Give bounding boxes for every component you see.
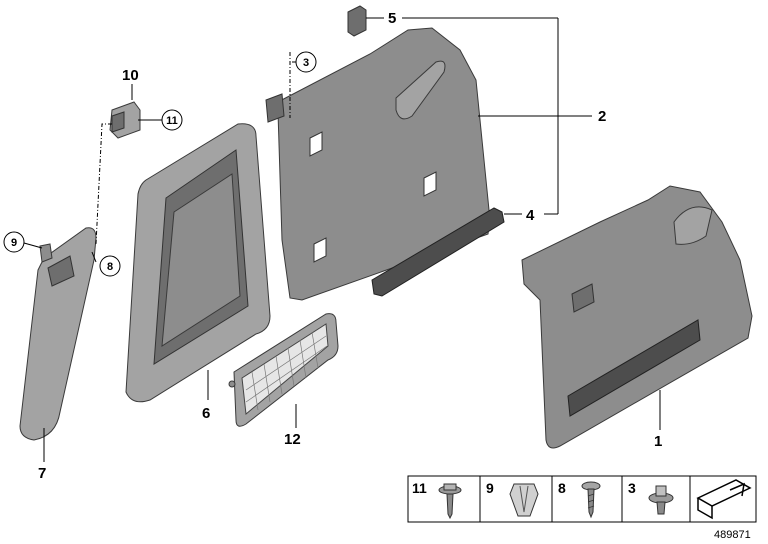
part-2-side-panel <box>265 27 491 301</box>
fasteners-table: 11 9 8 3 489871 <box>407 475 757 541</box>
table-label-9: 9 <box>486 480 494 496</box>
callout-8-circle <box>99 255 121 277</box>
table-label-8: 8 <box>558 480 566 496</box>
part-7-pillar-trim <box>19 227 97 441</box>
callout-7: 7 <box>38 465 46 482</box>
callout-10: 10 <box>122 67 139 84</box>
callout-4: 4 <box>526 207 535 224</box>
screw-with-washer-icon <box>438 483 462 520</box>
part-5-clip <box>347 5 367 37</box>
callout-3: 3 <box>303 57 309 69</box>
screw-icon <box>581 481 601 519</box>
table-label-3: 3 <box>628 480 636 496</box>
part-1-side-trim <box>521 185 753 449</box>
table-label-11: 11 <box>412 480 427 496</box>
callout-9-circle <box>3 231 25 253</box>
callout-9: 9 <box>11 237 17 249</box>
callout-11: 11 <box>166 115 178 127</box>
callout-3-circle <box>295 51 317 73</box>
part-12-luggage-net <box>228 313 339 427</box>
part-4-strip <box>371 207 505 297</box>
callout-2: 2 <box>598 108 606 125</box>
leader-lines <box>23 17 661 462</box>
expanding-clip-icon <box>509 483 539 517</box>
callout-5: 5 <box>388 10 396 27</box>
reference-number: 489871 <box>714 529 751 541</box>
callout-8: 8 <box>107 261 113 273</box>
callout-12: 12 <box>284 431 301 448</box>
callout-11-circle <box>161 109 183 131</box>
push-rivet-icon <box>648 485 674 515</box>
callout-1: 1 <box>654 433 662 450</box>
arrow-icon <box>696 479 752 520</box>
callout-labels: 1 2 4 5 6 7 10 12 3 11 9 8 <box>3 10 662 482</box>
callout-6: 6 <box>202 405 210 422</box>
part-6-storage-tray <box>125 123 271 403</box>
part-10-bracket <box>109 101 141 139</box>
